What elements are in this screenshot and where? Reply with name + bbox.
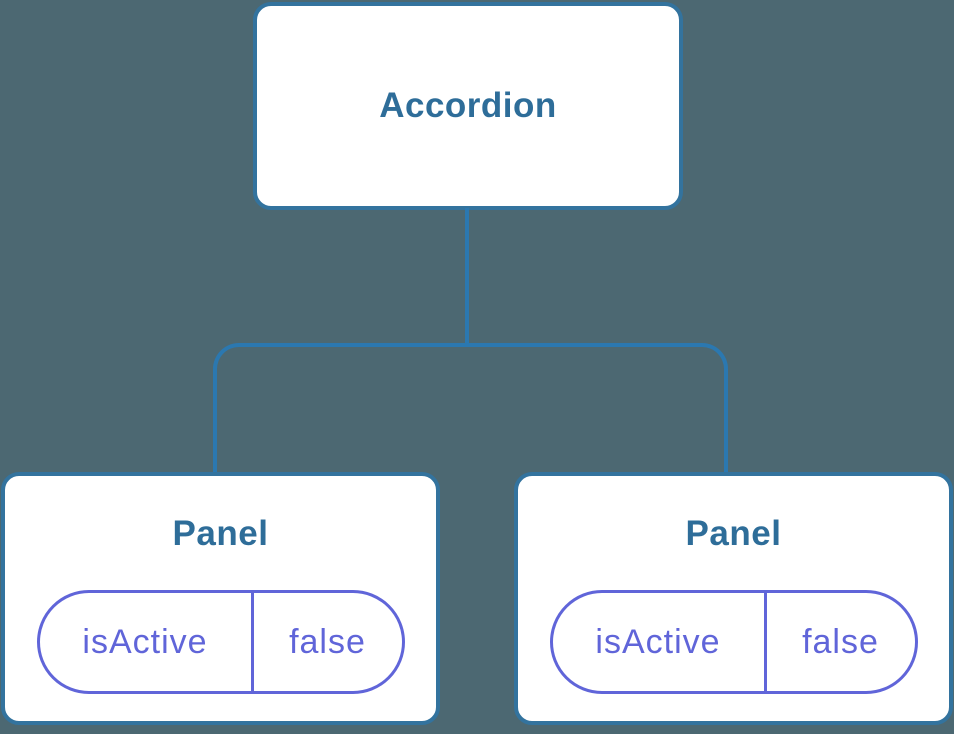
panel-node-left: Panel isActive false	[1, 472, 440, 725]
tree-connector-stem	[465, 208, 469, 347]
tree-connector-bracket	[213, 343, 728, 473]
prop-value: false	[802, 622, 879, 661]
panel-node-right: Panel isActive false	[514, 472, 953, 725]
prop-name: isActive	[553, 593, 767, 691]
accordion-node-label: Accordion	[379, 86, 557, 125]
prop-name: isActive	[40, 593, 254, 691]
prop-pill: isActive false	[36, 590, 405, 694]
prop-pill: isActive false	[549, 590, 918, 694]
panel-node-label: Panel	[172, 514, 269, 553]
prop-value: false	[289, 622, 366, 661]
accordion-node: Accordion	[253, 2, 683, 210]
panel-node-label: Panel	[685, 514, 782, 553]
